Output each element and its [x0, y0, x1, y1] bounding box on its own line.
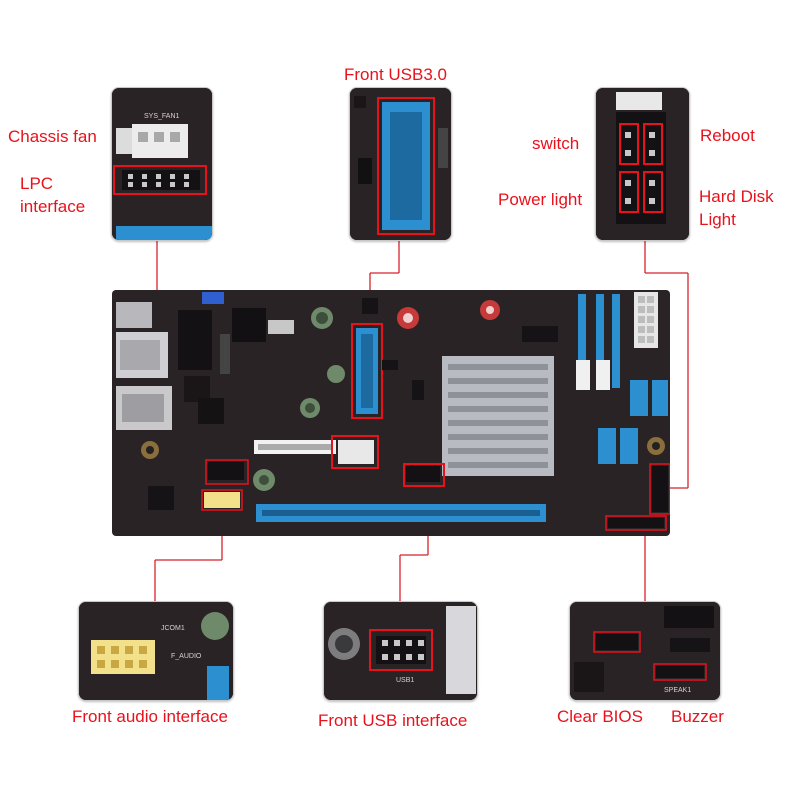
label-clear-bios: Clear BIOS — [557, 707, 643, 726]
label-front-audio: Front audio interface — [72, 707, 228, 726]
label-front-usb30: Front USB3.0 — [344, 65, 447, 84]
label-chassis-fan: Chassis fan — [8, 127, 97, 146]
label-hard-disk-line1: Hard Disk — [699, 187, 774, 206]
label-lpc-line2: interface — [20, 197, 86, 216]
label-front-usb: Front USB interface — [318, 711, 468, 730]
label-reboot: Reboot — [700, 126, 755, 145]
label-hard-disk-line2: Light — [699, 210, 736, 229]
label-power-light: Power light — [498, 190, 583, 209]
inset-front-audio: JCOM1 F_AUDIO — [78, 601, 234, 701]
label-switch: switch — [532, 134, 580, 153]
inset-front-panel — [595, 87, 690, 241]
inset-chassis-fan-lpc: SYS_FAN1 — [111, 87, 213, 241]
jcom-silkscreen: JCOM1 — [161, 625, 185, 632]
speak-silkscreen: SPEAK1 — [664, 687, 691, 694]
usb-silkscreen: USB1 — [396, 677, 414, 684]
sys-fan-silkscreen: SYS_FAN1 — [144, 113, 180, 120]
inset-front-usb30 — [349, 87, 452, 241]
inset-front-usb: USB1 — [323, 601, 478, 701]
label-buzzer: Buzzer — [671, 707, 724, 726]
motherboard-photo — [112, 290, 670, 536]
label-lpc-line1: LPC — [20, 174, 54, 193]
inset-clear-bios-buzzer: SPEAK1 — [569, 601, 721, 701]
f-audio-silkscreen: F_AUDIO — [171, 653, 202, 660]
